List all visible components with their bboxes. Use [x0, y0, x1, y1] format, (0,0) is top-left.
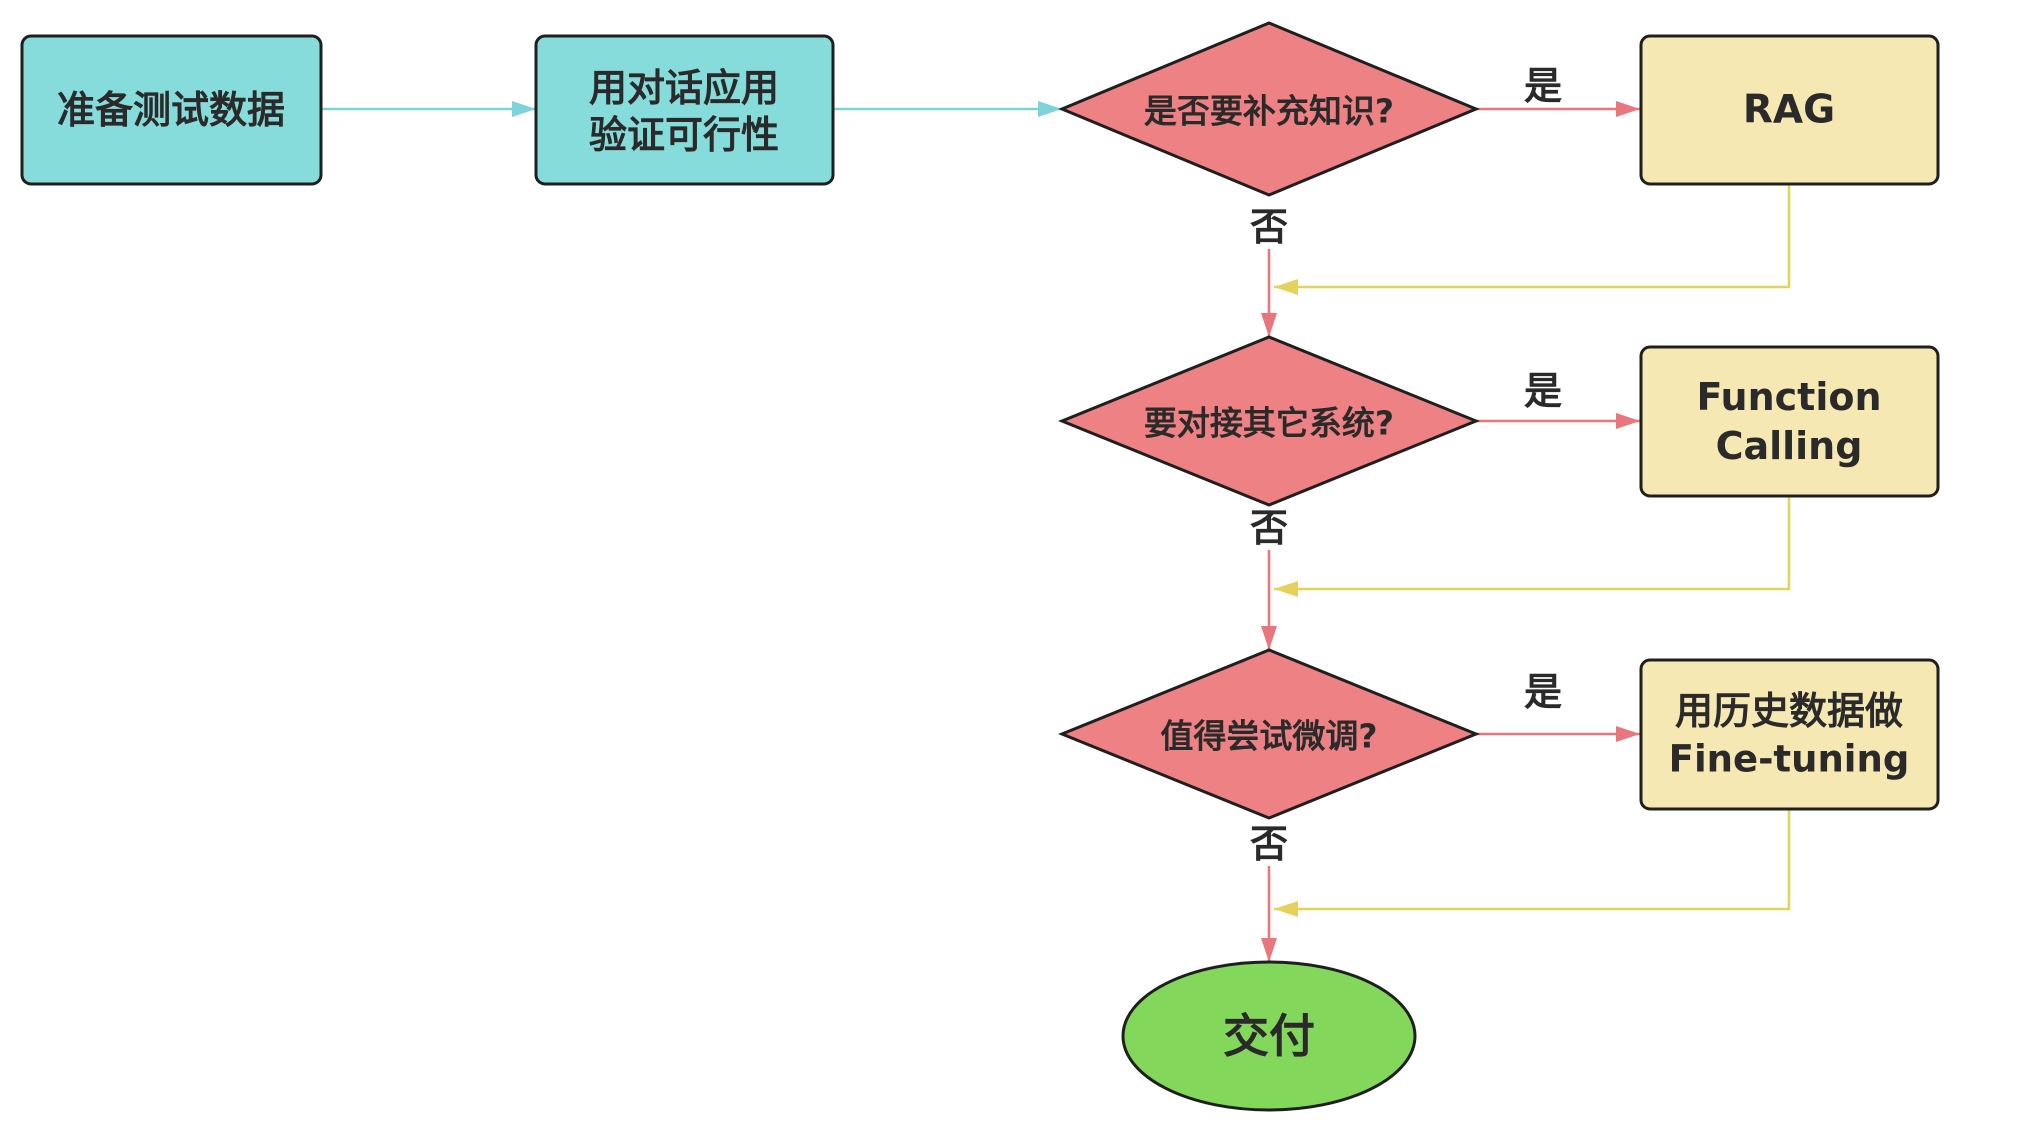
integration-yes-label: 是 — [1524, 369, 1562, 413]
process-box-prepare-data — [20, 34, 323, 186]
solution-box-finetune — [1639, 658, 1940, 811]
validate-label-line-2: 验证可行性 — [589, 113, 779, 157]
deliver-label: 交付 — [1223, 1009, 1315, 1063]
terminal-deliver — [1121, 960, 1417, 1112]
decision-integration-label: 要对接其它系统? — [1144, 404, 1394, 443]
knowledge-no-label: 否 — [1250, 205, 1288, 249]
finetune-label-line-1: 用历史数据做 — [1675, 689, 1903, 733]
rag-label: RAG — [1743, 88, 1835, 133]
finetune-label-line-2: Fine-tuning — [1669, 738, 1910, 781]
decision-integration — [1058, 335, 1480, 507]
finetune-no-label: 否 — [1250, 822, 1288, 866]
edge-function-calling-return — [1274, 496, 1791, 597]
edge-rag-return — [1274, 184, 1791, 295]
validate-label-line-1: 用对话应用 — [589, 66, 779, 110]
process-box-validate — [534, 34, 835, 186]
solution-box-function-calling — [1639, 345, 1940, 498]
knowledge-yes-label: 是 — [1524, 64, 1562, 108]
decision-knowledge-label: 是否要补充知识? — [1144, 92, 1394, 131]
decision-finetune-label: 值得尝试微调? — [1160, 717, 1377, 756]
edge-finetune-return — [1274, 809, 1791, 917]
decision-finetune — [1058, 648, 1480, 820]
solution-box-rag — [1639, 34, 1940, 186]
decision-knowledge — [1058, 21, 1480, 197]
function-calling-label-line-1: Function — [1696, 375, 1881, 419]
finetune-yes-label: 是 — [1524, 670, 1562, 714]
function-calling-label-line-2: Calling — [1716, 424, 1863, 468]
integration-no-label: 否 — [1250, 506, 1288, 550]
prepare-data-label: 准备测试数据 — [57, 88, 285, 132]
